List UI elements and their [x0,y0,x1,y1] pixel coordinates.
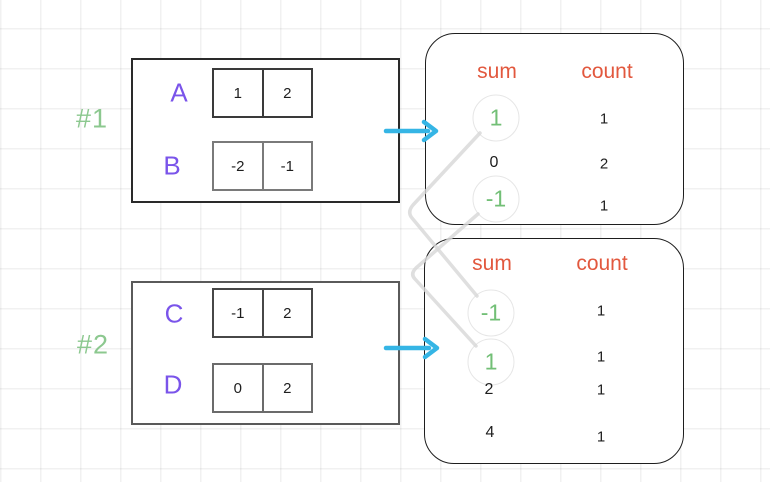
example-1-count-row1: 2 [599,155,609,173]
example-1-sum-row0: 1 [489,104,503,131]
example-1-count-row0: 1 [599,110,609,128]
example-2-count-row0: 1 [596,302,606,320]
example-2-sum-row1: 1 [484,348,498,375]
example-2-result-box [424,238,684,464]
array-c-cell-0: -1 [212,288,264,338]
array-a-cell-1: 2 [263,68,313,118]
example-2-label: #2 [76,329,110,360]
example-2-sum-row0: -1 [480,299,502,326]
example-1-label: #1 [75,103,109,134]
array-d-cell-1: 2 [263,363,313,413]
array-c-label: C [164,298,184,329]
array-a-cells: 1 2 [212,68,313,118]
example-2-sum-header: sum [472,252,512,275]
array-c-cells: -1 2 [212,288,313,338]
array-b-cells: -2 -1 [212,141,313,191]
example-1-result-box [425,33,684,225]
example-2-sum-row2: 2 [484,381,494,398]
example-1-sum-row2-circle: -1 [472,175,520,223]
array-d-cell-0: 0 [212,363,264,413]
example-2-sum-row0-circle: -1 [467,289,515,337]
array-d-label: D [163,369,183,400]
example-2-count-row2: 1 [596,381,606,399]
array-d-cells: 0 2 [212,363,313,413]
example-2-count-header: count [576,252,628,275]
array-b-cell-0: -2 [212,141,264,191]
example-1-sum-header: sum [477,60,517,83]
example-1-sum-row2: -1 [485,185,507,212]
example-1-count-row2: 1 [599,197,609,215]
array-b-cell-1: -1 [263,141,313,191]
example-1-sum-row1: 0 [489,154,499,171]
example-2-count-row3: 1 [596,428,606,446]
example-2-sum-row3: 4 [485,424,495,441]
example-1-count-header: count [581,60,633,83]
example-2-count-row1: 1 [596,348,606,366]
array-a-label: A [170,77,188,108]
array-c-cell-1: 2 [263,288,313,338]
array-a-cell-0: 1 [212,68,264,118]
example-2-sum-row1-circle: 1 [467,338,515,386]
array-b-label: B [163,150,181,181]
example-1-sum-row0-circle: 1 [472,94,520,142]
